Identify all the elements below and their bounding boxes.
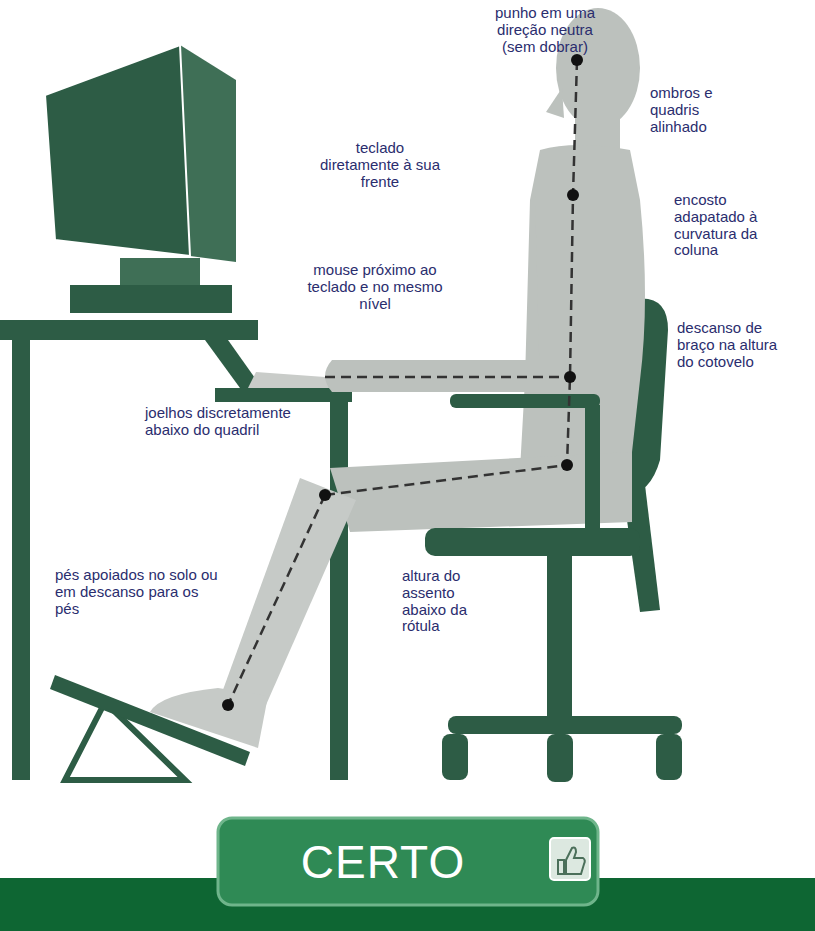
callout-label: teclado diretamente à sua frente [317, 140, 443, 190]
callout-label: altura do assento abaixo da rótula [402, 568, 502, 635]
callout-label: ombros e quadris alinhado [650, 85, 730, 135]
button-shape [218, 818, 598, 905]
result-button: CERTO [218, 818, 548, 905]
callout-label: pés apoiados no solo ou em descanso para… [55, 567, 223, 617]
button-label: CERTO [301, 835, 465, 889]
person-figure [150, 8, 645, 748]
callout-label: encosto adapatado à curvatura da coluna [674, 192, 786, 259]
callout-label: descanso de braço na altura do cotovelo [677, 320, 797, 370]
callout-label: joelhos discretamente abaixo do quadril [145, 405, 305, 439]
alignment-lines [228, 60, 577, 705]
chair [425, 394, 682, 782]
callout-label: punho em uma direção neutra (sem dobrar) [481, 5, 609, 55]
callout-label: mouse próximo ao teclado e no mesmo níve… [300, 262, 450, 312]
monitor [45, 45, 236, 313]
joint-dots [222, 54, 583, 711]
